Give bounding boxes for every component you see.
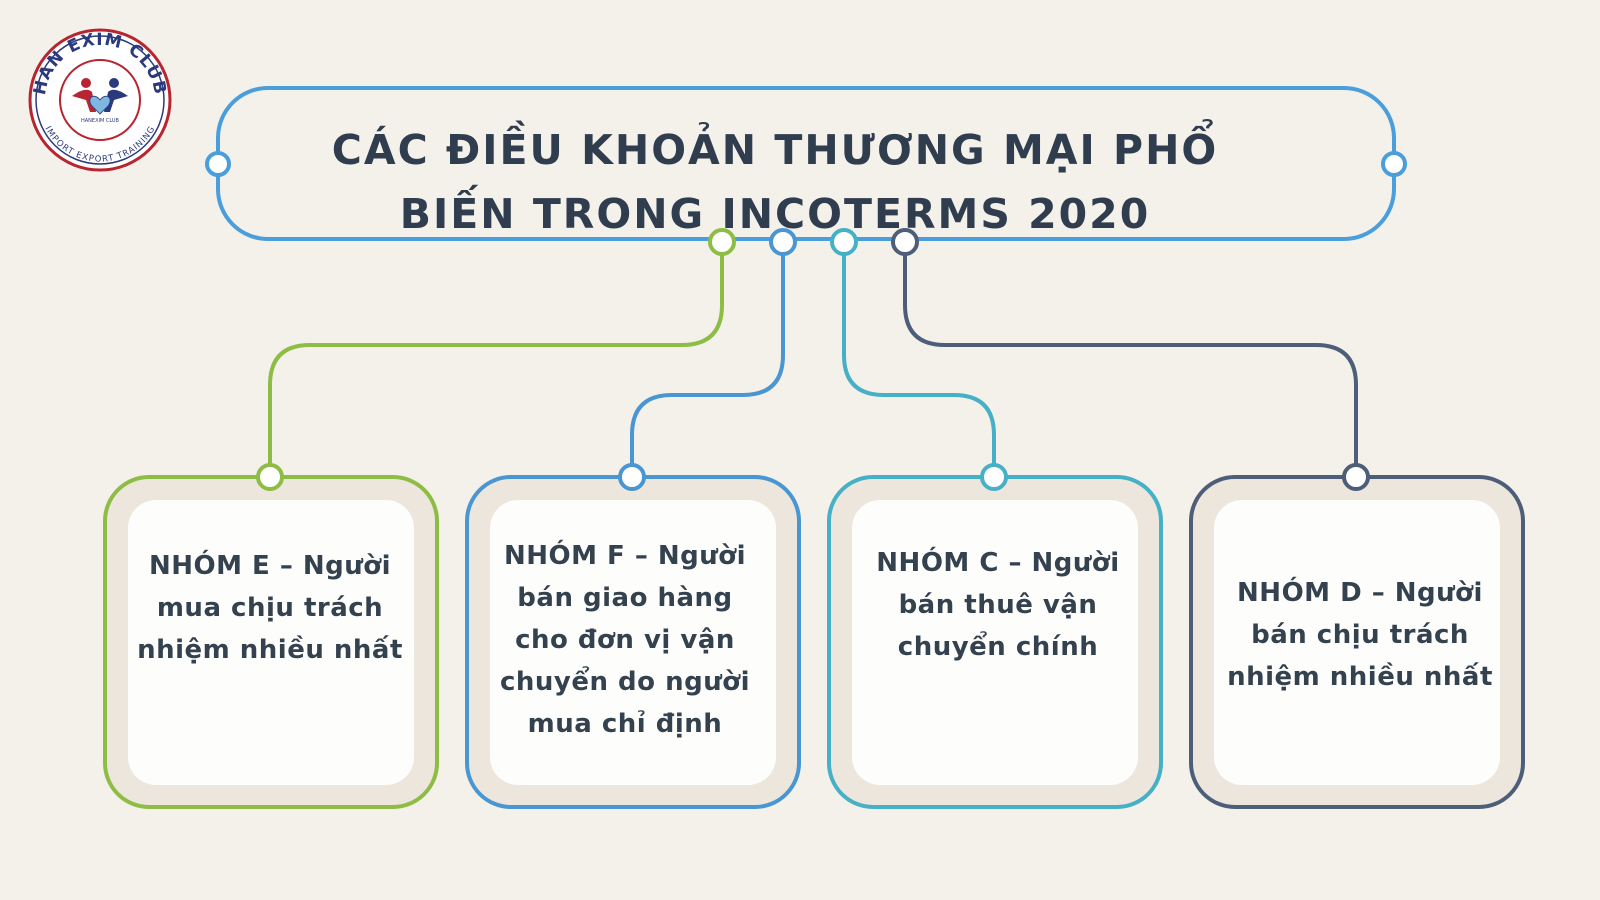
title-frame-left-node bbox=[205, 151, 231, 177]
title-node-f bbox=[769, 228, 797, 256]
card-f-node bbox=[618, 463, 646, 491]
card-e bbox=[103, 463, 439, 809]
card-c-node bbox=[980, 463, 1008, 491]
title-node-c bbox=[830, 228, 858, 256]
connector-c bbox=[842, 242, 996, 475]
card-f-panel bbox=[490, 500, 776, 785]
card-d-node bbox=[1342, 463, 1370, 491]
card-e-panel bbox=[128, 500, 414, 785]
card-c-label: NHÓM C – Người bán thuê vận chuyển chính bbox=[876, 548, 1120, 662]
card-e-label: NHÓM E – Người mua chịu trách nhiệm nhiề… bbox=[137, 550, 403, 665]
card-f-label: NHÓM F – Người bán giao hàng cho đơn vị … bbox=[499, 541, 750, 739]
card-d-label: NHÓM D – Người bán chịu trách nhiệm nhiề… bbox=[1227, 578, 1493, 692]
title-line-2: BIẾN TRONG INCOTERMS 2020 bbox=[399, 190, 1151, 238]
connector-f bbox=[630, 242, 785, 475]
logo-inner-text: HANEXIM CLUB bbox=[81, 118, 120, 124]
title-node-e bbox=[708, 228, 736, 256]
title-node-d bbox=[891, 228, 919, 256]
card-d-panel bbox=[1214, 500, 1500, 785]
title-line-1: CÁC ĐIỀU KHOẢN THƯƠNG MẠI PHỔ bbox=[331, 126, 1219, 174]
han-exim-club-logo: HAN EXIM CLUB IMPORT EXPORT TRAINING HAN… bbox=[28, 28, 172, 172]
card-f bbox=[465, 463, 801, 809]
card-c bbox=[827, 463, 1163, 809]
logo-people-icon bbox=[72, 78, 128, 115]
connector-e bbox=[268, 242, 724, 475]
diagram-title: CÁC ĐIỀU KHOẢN THƯƠNG MẠI PHỔ BIẾN TRONG… bbox=[300, 118, 1250, 246]
card-c-panel bbox=[852, 500, 1138, 785]
card-e-node bbox=[256, 463, 284, 491]
logo-inner-ring bbox=[35, 35, 165, 165]
connector-d bbox=[903, 242, 1358, 475]
title-frame-right-node bbox=[1381, 151, 1407, 177]
card-d bbox=[1189, 463, 1525, 809]
